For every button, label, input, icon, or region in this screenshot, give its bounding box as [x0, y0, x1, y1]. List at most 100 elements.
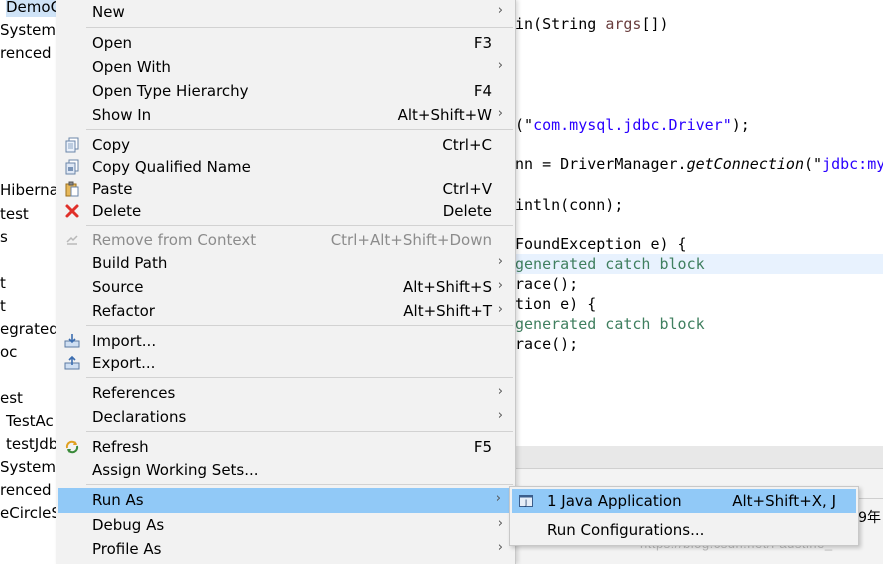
context-menu: New › Open F3 Open With › Open Type Hier… — [56, 0, 516, 564]
tree-item[interactable]: renced — [0, 44, 52, 62]
chevron-right-icon: › — [497, 3, 503, 18]
menu-separator — [86, 27, 513, 28]
tree-item[interactable]: Hiberna — [0, 181, 56, 199]
menu-item-debug-as[interactable]: Debug As › — [92, 516, 503, 534]
paste-icon — [65, 181, 79, 197]
delete-icon — [65, 204, 79, 218]
menu-separator — [86, 484, 513, 485]
code-token: args — [605, 15, 642, 33]
code-token: generated catch block — [515, 255, 705, 273]
tree-item[interactable]: est — [0, 389, 23, 407]
chevron-right-icon: › — [497, 302, 503, 317]
code-editor[interactable]: in(String args[]) ("com.mysql.jdbc.Drive… — [515, 0, 883, 446]
code-token: race(); — [515, 275, 579, 293]
console-tab-bar — [515, 446, 883, 469]
submenu-item-java-application[interactable]: J 1 Java Application Alt+Shift+X, J — [512, 489, 856, 513]
chevron-right-icon: › — [497, 254, 503, 269]
tree-item[interactable]: s — [0, 228, 8, 246]
menu-item-delete[interactable]: Delete Delete — [56, 199, 515, 223]
code-token: intln(conn); — [515, 196, 624, 214]
code-line: in(String args[]) — [515, 14, 883, 34]
tree-item[interactable]: oc — [0, 343, 18, 361]
code-token: []) — [641, 15, 669, 33]
menu-item-export[interactable]: Export... — [56, 351, 515, 375]
tree-item[interactable]: renced — [0, 481, 52, 499]
chevron-right-icon: › — [497, 540, 503, 555]
tree-item[interactable]: t — [0, 274, 6, 292]
menu-item-assign-working-sets[interactable]: Assign Working Sets... — [92, 461, 259, 479]
tree-item[interactable]: DemoC — [6, 0, 56, 17]
refresh-icon — [65, 440, 79, 454]
chevron-right-icon: › — [495, 491, 501, 506]
code-token: getConnection — [686, 155, 804, 173]
code-token: generated catch block — [515, 315, 705, 333]
code-token: ); — [731, 116, 750, 134]
tree-item[interactable]: System I — [0, 458, 56, 476]
code-line: FoundException e) { — [515, 234, 883, 254]
tree-item[interactable]: egrated — [0, 320, 56, 338]
code-token: (" — [515, 116, 534, 134]
code-line: generated catch block — [515, 254, 883, 274]
tree-item[interactable]: testJdb — [6, 435, 56, 453]
tree-item[interactable]: TestAc — [6, 412, 54, 430]
menu-item-open-type-hierarchy[interactable]: Open Type Hierarchy F4 — [92, 82, 492, 100]
chevron-right-icon: › — [497, 106, 503, 121]
menu-separator — [86, 325, 513, 326]
code-token: in(String — [515, 15, 606, 33]
code-token: nn = DriverManager. — [515, 155, 687, 173]
code-token: FoundException e) { — [515, 235, 687, 253]
copy-icon — [65, 137, 79, 153]
tree-item[interactable]: test — [0, 205, 29, 223]
menu-item-profile-as[interactable]: Profile As › — [92, 540, 503, 558]
menu-item-source[interactable]: Source Alt+Shift+S › — [92, 278, 503, 296]
menu-item-build-path[interactable]: Build Path › — [92, 254, 503, 272]
tree-item[interactable]: t — [0, 297, 6, 315]
menu-item-remove-from-context[interactable]: Remove from Context Ctrl+Alt+Shift+Down — [56, 228, 515, 252]
menu-item-run-as[interactable]: Run As › — [58, 488, 513, 513]
menu-item-import[interactable]: Import... — [56, 329, 515, 353]
run-as-submenu: J 1 Java Application Alt+Shift+X, J Run … — [509, 486, 859, 546]
menu-item-copy[interactable]: Copy Ctrl+C — [56, 133, 515, 157]
menu-item-refresh[interactable]: Refresh F5 — [56, 435, 515, 459]
export-icon — [64, 355, 80, 370]
chevron-right-icon: › — [497, 408, 503, 423]
java-application-icon: J — [519, 495, 533, 508]
code-line: ("com.mysql.jdbc.Driver"); — [515, 115, 883, 135]
code-line: tion e) { — [515, 294, 883, 314]
tree-item[interactable]: eCircleS — [0, 504, 56, 522]
menu-separator — [86, 377, 513, 378]
chevron-right-icon: › — [497, 278, 503, 293]
menu-separator — [86, 129, 513, 130]
menu-item-refactor[interactable]: Refactor Alt+Shift+T › — [92, 302, 503, 320]
menu-item-paste[interactable]: Paste Ctrl+V — [56, 177, 515, 201]
menu-item-references[interactable]: References › — [92, 384, 503, 402]
menu-item-copy-qualified-name[interactable]: Copy Qualified Name — [56, 155, 515, 179]
code-token: tion e) { — [515, 295, 597, 313]
menu-separator — [86, 431, 513, 432]
remove-from-context-icon — [66, 235, 78, 245]
chevron-right-icon: › — [497, 516, 503, 531]
code-line: nn = DriverManager.getConnection("jdbc:m… — [515, 154, 883, 174]
code-token: (" — [804, 155, 823, 173]
code-token: jdbc:my — [822, 155, 883, 173]
project-explorer: DemoC System I renced Hiberna test s t t… — [0, 0, 56, 564]
code-line: intln(conn); — [515, 195, 883, 215]
code-line: race(); — [515, 334, 883, 354]
menu-separator — [86, 225, 513, 226]
code-token: race(); — [515, 335, 579, 353]
menu-item-open[interactable]: Open F3 — [92, 34, 492, 52]
svg-text:J: J — [524, 499, 527, 508]
code-line: generated catch block — [515, 314, 883, 334]
import-icon — [64, 334, 80, 348]
menu-item-show-in[interactable]: Show In Alt+Shift+W › — [92, 106, 503, 124]
code-token: com.mysql.jdbc.Driver" — [533, 116, 732, 134]
menu-item-new[interactable]: New › — [92, 3, 503, 21]
code-line: race(); — [515, 274, 883, 294]
chevron-right-icon: › — [497, 58, 503, 73]
menu-item-declarations[interactable]: Declarations › — [92, 408, 503, 426]
submenu-item-run-configurations[interactable]: Run Configurations... — [547, 521, 705, 539]
copy-qualified-name-icon — [65, 159, 79, 175]
chevron-right-icon: › — [497, 384, 503, 399]
tree-item[interactable]: System I — [0, 21, 56, 39]
menu-item-open-with[interactable]: Open With › — [92, 58, 503, 76]
